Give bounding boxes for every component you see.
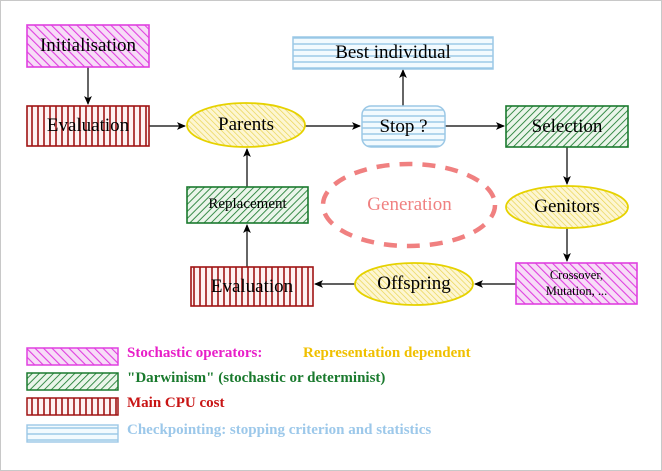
node-crossover-mutation[interactable] [515, 262, 638, 305]
node-evaluation-top[interactable] [26, 105, 150, 147]
node-evaluation-bottom[interactable] [190, 266, 314, 307]
node-generation [320, 161, 498, 249]
legend-label-stochastic: Stochastic operators: [127, 345, 263, 361]
legend-label-cpu: Main CPU cost [127, 395, 225, 411]
legend-label-checkpointing: Checkpointing: stopping criterion and st… [127, 422, 432, 438]
node-parents[interactable] [186, 102, 306, 148]
node-best-individual[interactable] [292, 36, 494, 70]
node-initialisation[interactable] [26, 24, 150, 68]
node-replacement[interactable] [186, 186, 309, 224]
node-stop[interactable] [361, 105, 446, 148]
legend-swatch-darwinism [26, 372, 119, 391]
edge-group [84, 67, 571, 288]
legend-swatch-cpu [26, 397, 119, 416]
node-genitors[interactable] [505, 185, 629, 229]
legend-label-stochastic-extra: Representation dependent [303, 345, 471, 361]
node-offspring[interactable] [354, 262, 474, 306]
legend-swatch-checkpointing [26, 424, 119, 443]
legend-label-darwinism: "Darwinism" (stochastic or determinist) [127, 370, 386, 386]
node-selection[interactable] [505, 105, 629, 148]
legend-swatch-stochastic [26, 347, 119, 366]
